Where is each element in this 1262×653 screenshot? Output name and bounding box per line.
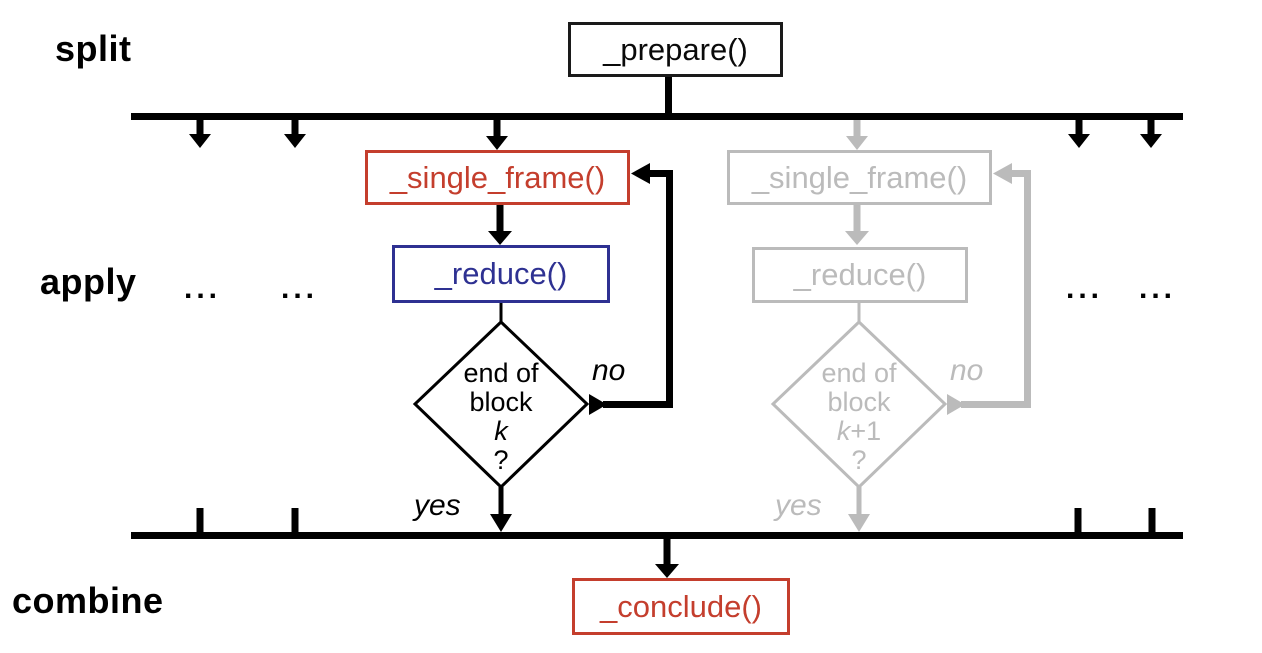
decision-qmark: ? [493, 445, 509, 475]
arrowhead-left-ghost-icon [993, 163, 1012, 184]
arrowhead-left-icon [631, 163, 650, 184]
ellipsis-right-2: ... [1139, 272, 1177, 305]
single-frame-box-ghost: _single_frame() [727, 150, 992, 205]
ghost-no-loop-edge [947, 163, 1031, 415]
single-frame-to-reduce-arrow [488, 205, 512, 245]
yes-label: yes [414, 489, 461, 522]
split-arrow-ghost-icon [846, 120, 868, 150]
decision-text-ghost: end of block k+1 ? [769, 359, 949, 475]
prepare-box: _prepare() [568, 22, 783, 77]
ghost-decision-qmark: ? [851, 445, 867, 475]
reduce-box: _reduce() [392, 245, 610, 303]
reduce-box-ghost: _reduce() [752, 247, 968, 303]
split-bar-group [131, 77, 1183, 150]
combine-bar-group [131, 508, 1183, 578]
ghost-decision-line-2: block [827, 387, 891, 417]
no-label: no [592, 354, 626, 387]
split-arrow-icon [1068, 120, 1090, 148]
split-arrow-icon [1140, 120, 1162, 148]
decision-line-3: k [494, 416, 508, 446]
ghost-branch-connectors [845, 120, 869, 323]
ellipsis-left-2: ... [281, 272, 319, 305]
ellipsis-left-1: ... [184, 272, 222, 305]
combine-tick [196, 508, 204, 532]
arrowhead-right-icon [589, 394, 607, 415]
reduce-to-decision-line [499, 303, 503, 323]
yes-edge [490, 487, 512, 532]
decision-text: end of block k ? [411, 359, 591, 475]
stage-label-combine: combine [12, 580, 164, 621]
ghost-decision-line-3: k+1 [836, 416, 882, 446]
decision-line-2: block [469, 387, 533, 417]
split-arrow-icon [189, 120, 211, 148]
combine-tick [1074, 508, 1082, 532]
ghost-yes-edge [848, 487, 870, 532]
split-arrow-icon [486, 120, 508, 150]
single-frame-box: _single_frame() [365, 150, 630, 205]
combine-tick [1148, 508, 1156, 532]
conclude-box: _conclude() [572, 578, 790, 635]
prepare-connector-line [665, 77, 672, 113]
stage-label-apply: apply [40, 261, 137, 302]
ellipsis-right-1: ... [1066, 272, 1104, 305]
combine-tick [291, 508, 299, 532]
combine-bar [131, 532, 1183, 539]
stage-label-split: split [55, 28, 132, 69]
ghost-decision-line-1: end of [821, 358, 897, 388]
split-arrow-icon [284, 120, 306, 148]
no-label-ghost: no [950, 354, 984, 387]
ghost-single-frame-to-reduce-arrow [845, 205, 869, 245]
arrowhead-right-ghost-icon [947, 394, 965, 415]
decision-line-1: end of [463, 358, 539, 388]
ghost-reduce-to-decision-line [857, 303, 861, 323]
split-bar [131, 113, 1183, 120]
no-loop-edge [589, 163, 673, 415]
yes-label-ghost: yes [775, 489, 822, 522]
